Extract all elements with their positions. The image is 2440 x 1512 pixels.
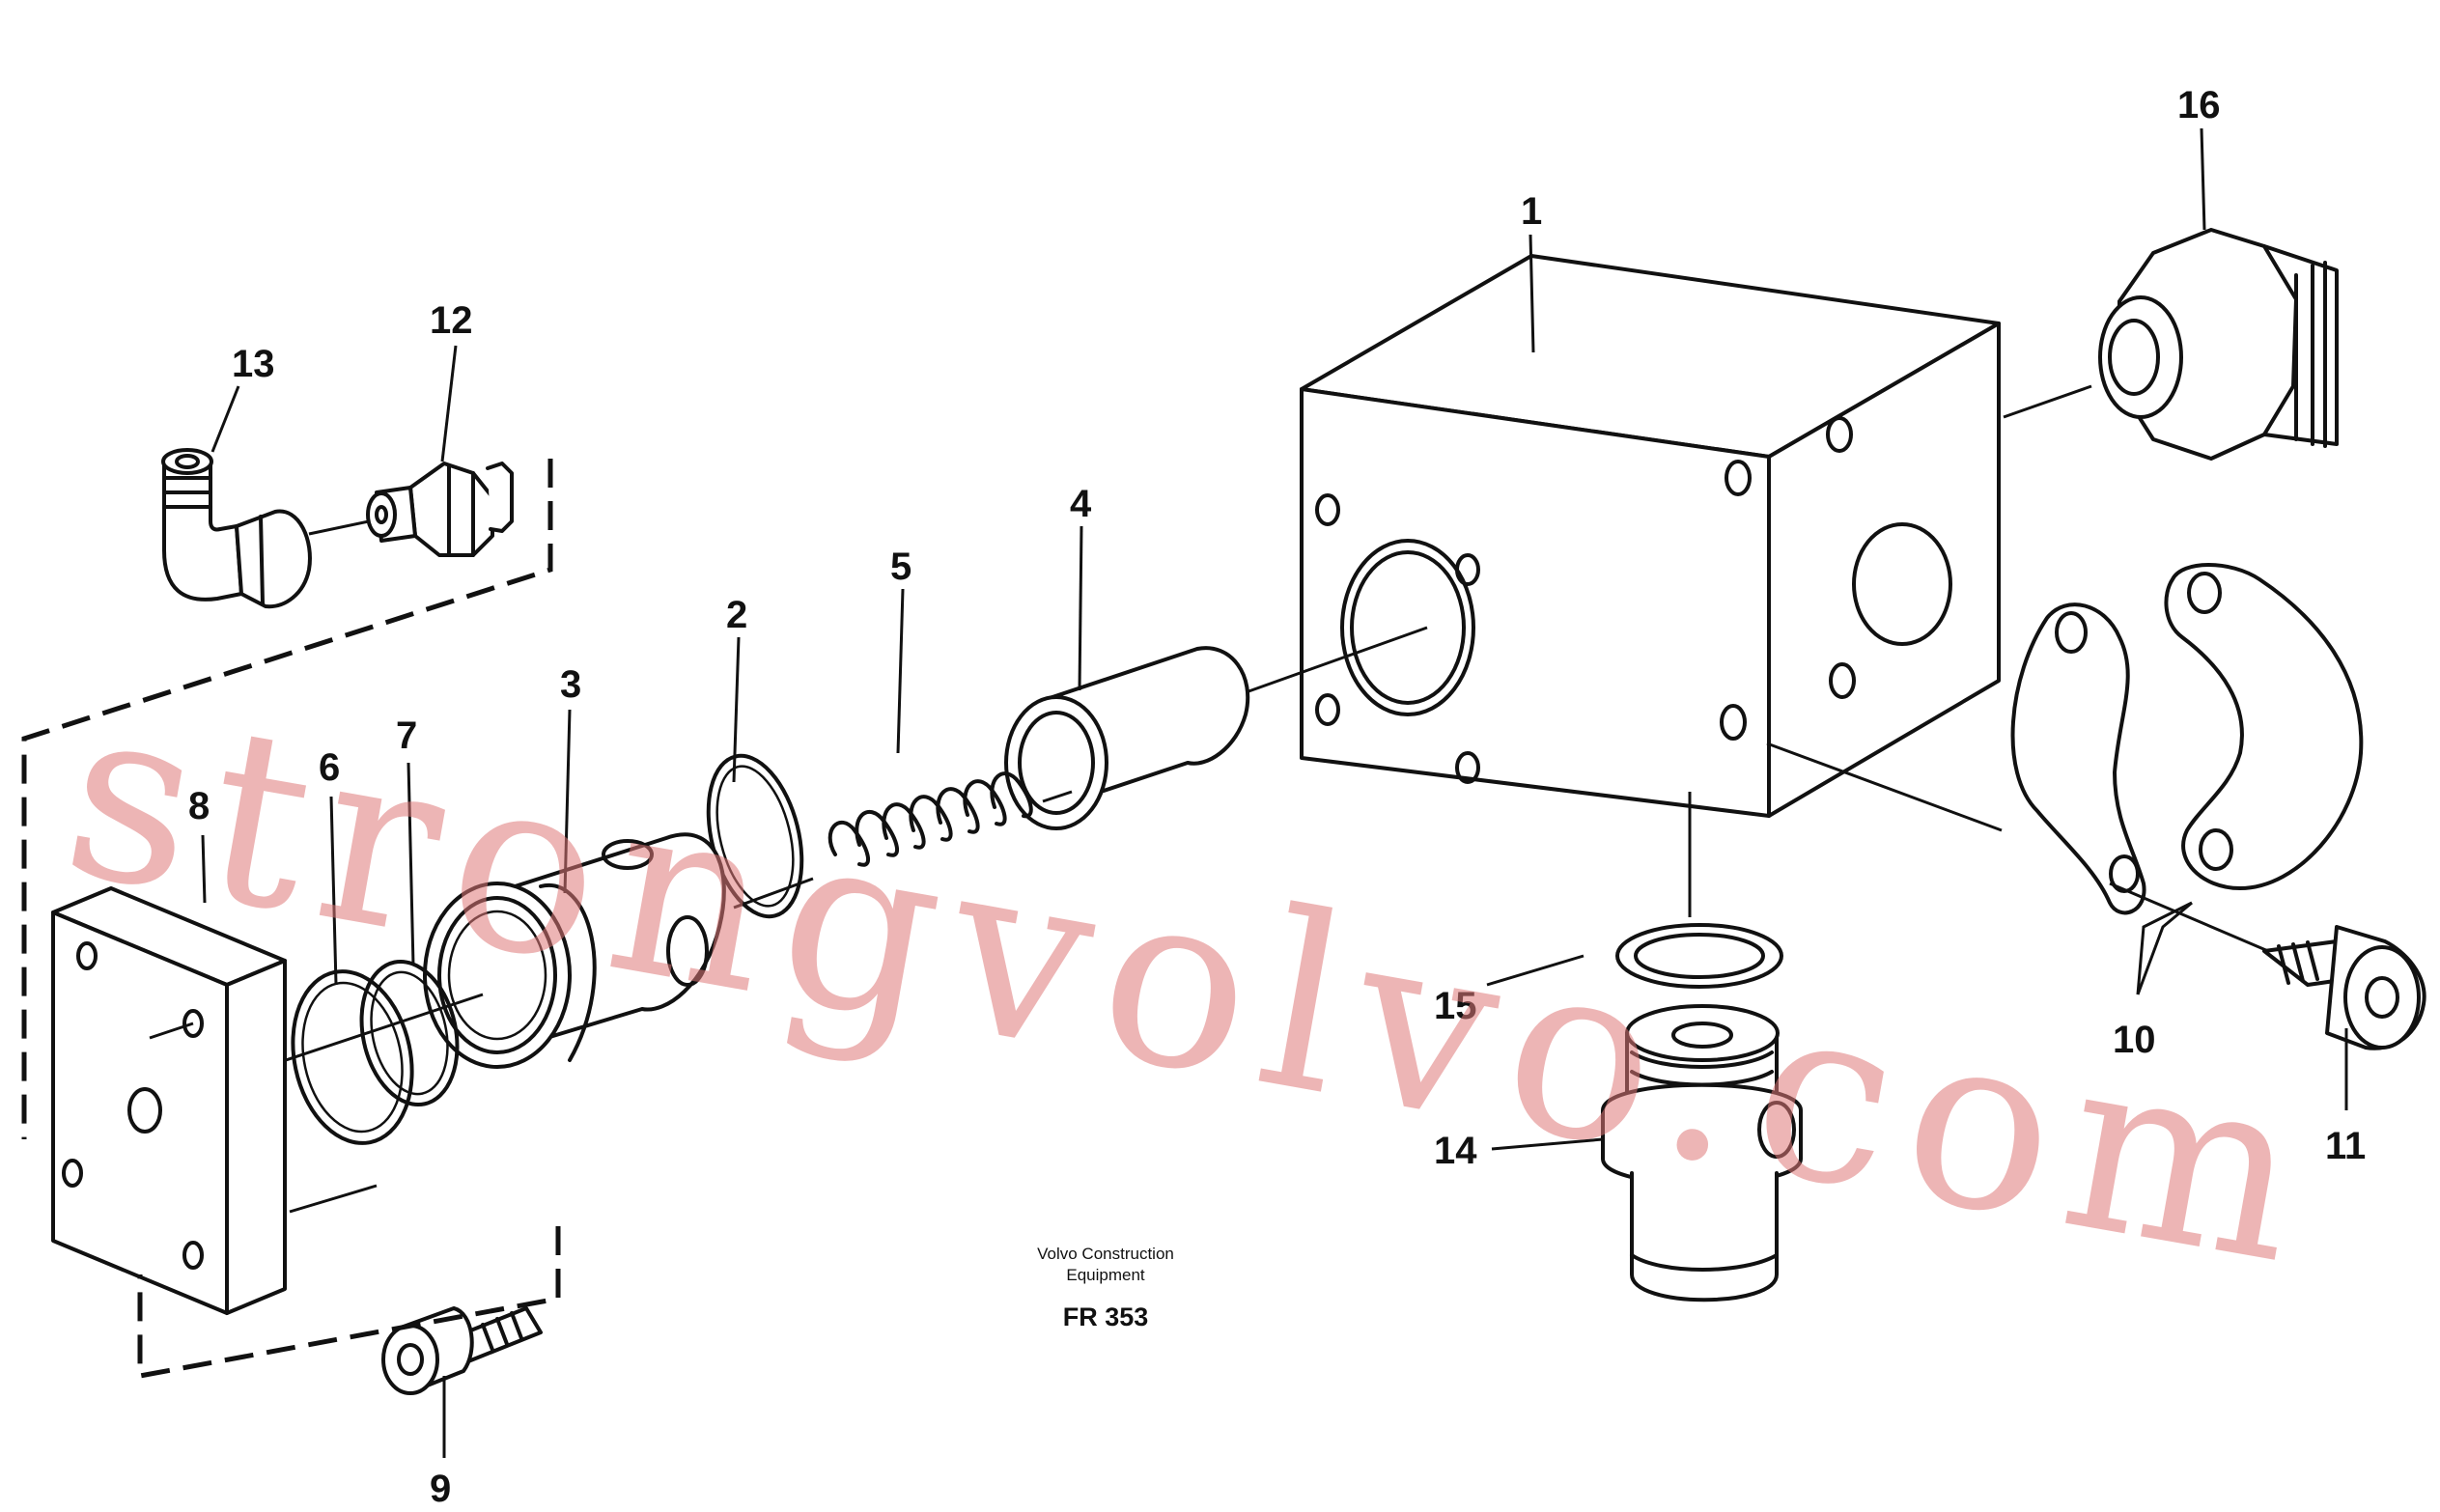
- callout-5: 5: [890, 546, 911, 588]
- callout-8: 8: [188, 785, 210, 827]
- callout-7: 7: [396, 714, 417, 757]
- valve-housing: [1300, 254, 2001, 818]
- callout-3: 3: [560, 663, 581, 706]
- split-flange-10: [1766, 563, 2364, 953]
- screw-9: [381, 1306, 543, 1395]
- seal-ring-15: [1615, 792, 1783, 989]
- spring-5: [827, 771, 1033, 867]
- fitting-12: [308, 462, 514, 557]
- callout-4: 4: [1070, 483, 1092, 525]
- group-bracket-upper: [21, 459, 553, 1139]
- callout-11: 11: [2325, 1125, 2366, 1167]
- caption-line-1: Volvo Construction: [1037, 1245, 1174, 1263]
- ring-7: [359, 959, 460, 1107]
- callout-15: 15: [1434, 985, 1477, 1027]
- sleeve-4: [1004, 626, 1428, 830]
- callout-14: 14: [1434, 1130, 1477, 1172]
- callout-12: 12: [430, 299, 473, 342]
- caption-line-2: Equipment: [1066, 1266, 1145, 1284]
- adapter-fitting-14: [1601, 1004, 1803, 1302]
- callout-1: 1: [1521, 190, 1542, 233]
- callout-13: 13: [232, 343, 275, 385]
- callout-9: 9: [430, 1468, 451, 1510]
- callout-10: 10: [2113, 1019, 2156, 1061]
- valve-insert-3: [423, 832, 726, 1069]
- figure-code: FR 353: [1063, 1302, 1149, 1331]
- ring-6: [291, 969, 414, 1145]
- end-plate-8: [51, 886, 378, 1315]
- hex-fitting-16: [2003, 228, 2339, 461]
- callout-6: 6: [319, 746, 340, 789]
- callout-2: 2: [726, 594, 747, 636]
- callout-leaders: [201, 127, 2348, 1458]
- elbow-fitting-13: [161, 448, 312, 609]
- cap-screw-11: [2262, 925, 2426, 1050]
- callout-16: 16: [2177, 84, 2221, 126]
